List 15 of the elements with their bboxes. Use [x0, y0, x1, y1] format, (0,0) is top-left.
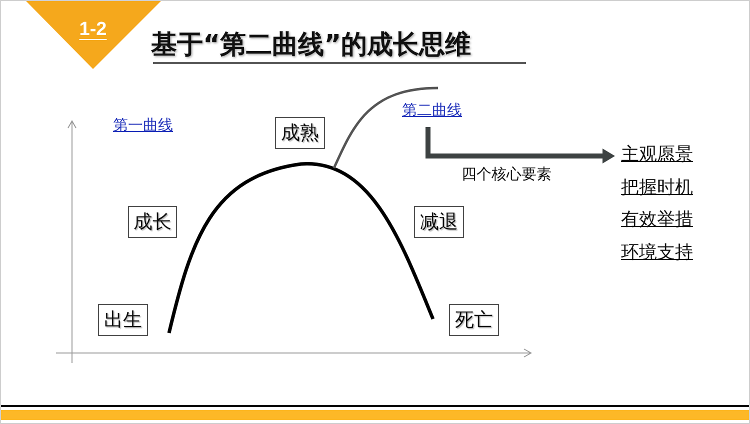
- curve-link: 第二曲线: [391, 99, 473, 121]
- factor-item: 主观愿景: [621, 142, 713, 166]
- curve-link: 第一曲线: [101, 114, 185, 136]
- factor-item: 把握时机: [621, 176, 693, 199]
- stage-label: 成熟: [275, 117, 325, 149]
- stage-label: 减退: [414, 206, 464, 238]
- section-number: 1-2: [78, 19, 108, 41]
- arrow: [426, 127, 615, 164]
- edge-label: 四个核心要素: [462, 165, 552, 184]
- stage-label: 成长: [128, 206, 177, 238]
- title: 基于“第二曲线”的成长思维: [151, 29, 472, 62]
- stage-label: 出生: [98, 304, 148, 336]
- stage-label: 死亡: [449, 304, 499, 336]
- factor-item: 环境支持: [621, 241, 693, 264]
- factor-item: 有效举措: [621, 208, 693, 231]
